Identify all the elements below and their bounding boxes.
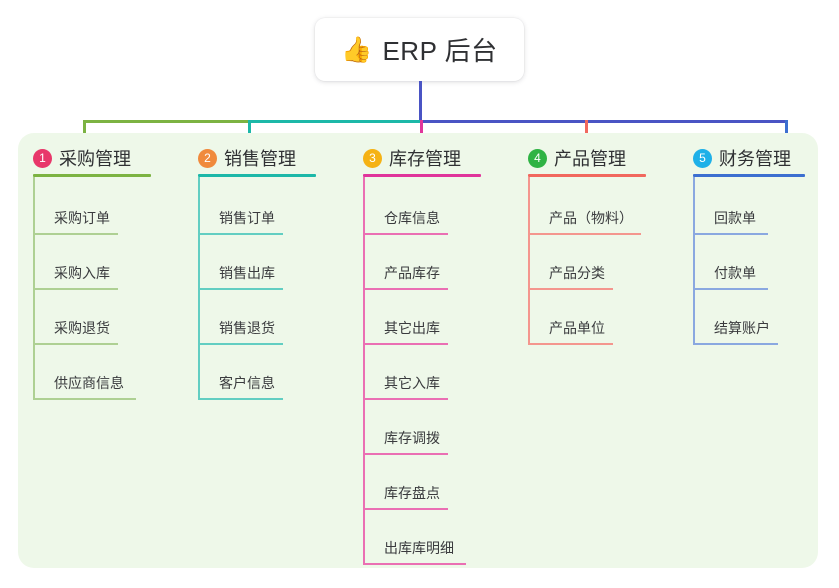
leaf-underline [528,343,613,345]
branch-spine-4 [528,177,530,345]
leaf-item[interactable]: 采购入库 [33,258,148,290]
leaf-underline [693,343,778,345]
leaf-underline [528,288,613,290]
leaf-item[interactable]: 采购订单 [33,203,148,235]
leaf-underline [363,398,448,400]
leaf-underline [693,233,768,235]
branch-underline-2 [198,174,316,177]
branch-badge-2: 2 [198,148,217,168]
leaf-label: 产品分类 [549,265,605,281]
leaf-item[interactable]: 仓库信息 [363,203,478,235]
branch-underline-3 [363,174,481,177]
branch-header-2[interactable]: 2 销售管理 [198,145,296,171]
leaf-label: 采购退货 [54,320,110,336]
leaf-underline [198,343,283,345]
connector-bus-sales [248,120,420,123]
leaf-label: 销售退货 [219,320,275,336]
leaf-item[interactable]: 采购退货 [33,313,148,345]
thumbs-up-icon: 👍 [341,36,373,64]
branch-badge-5: 5 [693,148,712,168]
leaf-underline [363,563,466,565]
branch-spine-3 [363,177,365,565]
leaf-item[interactable]: 客户信息 [198,368,313,400]
leaf-item[interactable]: 产品（物料） [528,203,671,235]
leaf-label: 其它出库 [384,320,440,336]
branch-spine-5 [693,177,695,345]
connector-bus-purchase [83,120,248,123]
leaf-label: 供应商信息 [54,375,124,391]
leaf-item[interactable]: 产品库存 [363,258,478,290]
connector-bus-root-right [420,120,785,123]
leaf-label: 采购订单 [54,210,110,226]
leaf-underline [528,233,641,235]
leaf-item[interactable]: 库存调拨 [363,423,478,455]
branch-header-5[interactable]: 5 财务管理 [693,145,791,171]
leaf-label: 销售订单 [219,210,275,226]
leaf-label: 仓库信息 [384,210,440,226]
leaf-underline [693,288,768,290]
leaf-label: 付款单 [714,265,756,281]
leaf-label: 其它入库 [384,375,440,391]
leaf-label: 结算账户 [714,320,770,336]
leaf-label: 产品单位 [549,320,605,336]
branch-underline-1 [33,174,151,177]
branch-badge-1: 1 [33,148,52,168]
leaf-item[interactable]: 销售退货 [198,313,313,345]
branch-header-4[interactable]: 4 产品管理 [528,145,626,171]
branches-panel: 1 采购管理采购订单采购入库采购退货供应商信息 2 销售管理销售订单销售出库销售退货客… [18,133,818,568]
branch-underline-4 [528,174,646,177]
leaf-item[interactable]: 回款单 [693,203,798,235]
leaf-item[interactable]: 其它出库 [363,313,478,345]
leaf-underline [363,453,448,455]
leaf-label: 客户信息 [219,375,275,391]
leaf-underline [363,343,448,345]
leaf-label: 库存盘点 [384,485,440,501]
leaf-underline [33,343,118,345]
leaf-label: 产品（物料） [549,210,633,226]
branch-title-4: 产品管理 [554,149,626,169]
connector-root-stem [419,81,422,123]
leaf-item[interactable]: 供应商信息 [33,368,166,400]
branch-badge-3: 3 [363,148,382,168]
leaf-item[interactable]: 销售订单 [198,203,313,235]
leaf-underline [33,398,136,400]
branch-title-2: 销售管理 [224,149,296,169]
branch-title-3: 库存管理 [389,149,461,169]
leaf-underline [363,288,448,290]
leaf-item[interactable]: 其它入库 [363,368,478,400]
leaf-item[interactable]: 结算账户 [693,313,808,345]
root-title: ERP 后台 [382,36,498,66]
leaf-underline [363,233,448,235]
leaf-underline [198,398,283,400]
leaf-item[interactable]: 产品分类 [528,258,643,290]
leaf-item[interactable]: 出库库明细 [363,533,496,565]
leaf-label: 产品库存 [384,265,440,281]
leaf-label: 采购入库 [54,265,110,281]
branch-underline-5 [693,174,805,177]
leaf-item[interactable]: 库存盘点 [363,478,478,510]
branch-header-1[interactable]: 1 采购管理 [33,145,131,171]
leaf-underline [33,233,118,235]
leaf-label: 销售出库 [219,265,275,281]
leaf-label: 出库库明细 [384,540,454,556]
leaf-underline [363,508,448,510]
leaf-underline [198,233,283,235]
branch-title-5: 财务管理 [719,149,791,169]
branch-badge-4: 4 [528,148,547,168]
root-node[interactable]: 👍 ERP 后台 [315,18,524,81]
leaf-item[interactable]: 付款单 [693,258,798,290]
leaf-label: 库存调拨 [384,430,440,446]
leaf-item[interactable]: 销售出库 [198,258,313,290]
leaf-label: 回款单 [714,210,756,226]
leaf-underline [198,288,283,290]
leaf-underline [33,288,118,290]
branch-header-3[interactable]: 3 库存管理 [363,145,461,171]
leaf-item[interactable]: 产品单位 [528,313,643,345]
branch-title-1: 采购管理 [59,149,131,169]
